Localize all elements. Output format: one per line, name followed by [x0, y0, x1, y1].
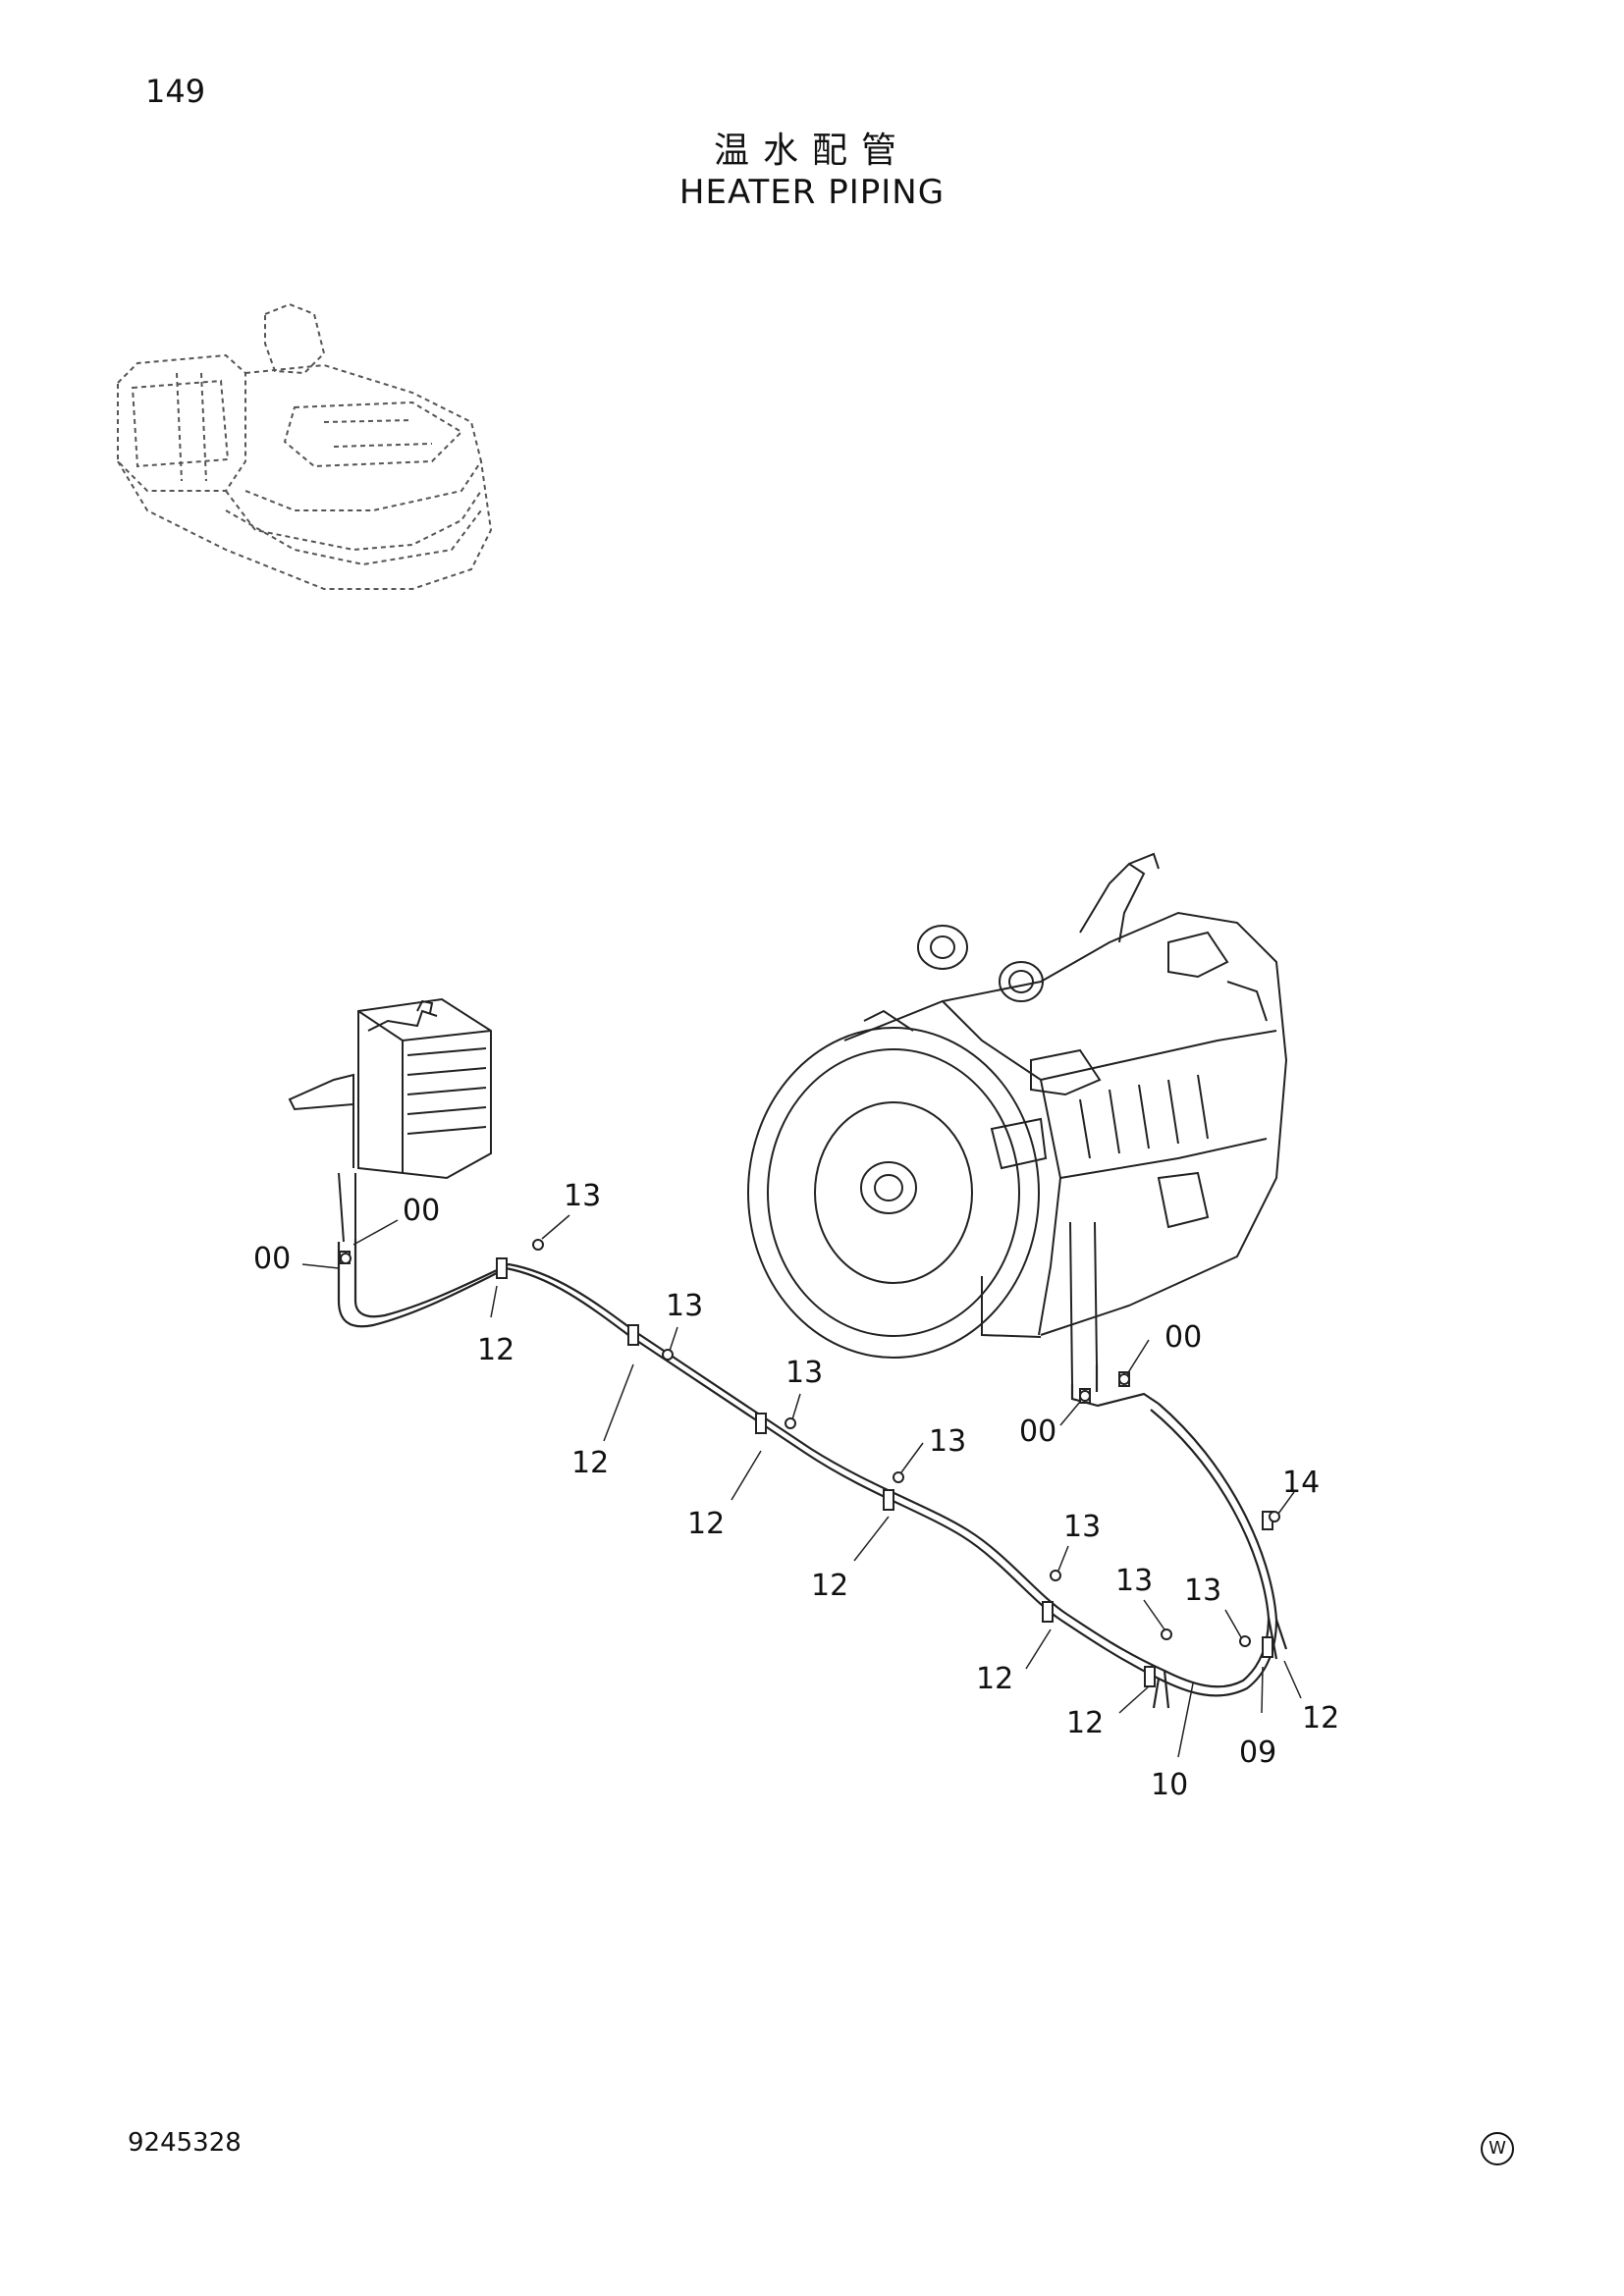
- title-japanese: 温水配管: [713, 131, 910, 171]
- callout-00-upper: 00: [403, 1194, 440, 1228]
- heater-unit: [288, 997, 492, 1243]
- title-english: HEATER PIPING: [678, 173, 946, 212]
- page-number: 149: [145, 73, 206, 110]
- callout-13-f: 13: [1115, 1564, 1153, 1598]
- bolt-markers: [340, 1239, 1280, 1647]
- heater-hose-routing: [337, 1239, 1288, 1709]
- callout-labels: 00 00 13 12 13 12 13 12 13 12 00 00 14 1…: [253, 1179, 1339, 1802]
- callout-00-right-lower: 00: [1019, 1415, 1056, 1449]
- callout-leaders: [301, 1214, 1302, 1758]
- callout-13-e: 13: [1063, 1510, 1101, 1544]
- callout-12-b: 12: [571, 1446, 609, 1480]
- callout-12-c: 12: [687, 1507, 725, 1541]
- callout-12-a: 12: [477, 1333, 514, 1367]
- callout-13-d: 13: [929, 1424, 966, 1459]
- document-number: 9245328: [128, 2128, 242, 2158]
- callout-12-d: 12: [811, 1569, 848, 1603]
- callout-13-g: 13: [1184, 1574, 1221, 1608]
- callout-14: 14: [1282, 1466, 1320, 1500]
- machine-overview-sketch: [117, 302, 493, 590]
- callout-13-a: 13: [564, 1179, 601, 1213]
- callout-12-e: 12: [976, 1662, 1013, 1696]
- callout-12-g: 12: [1302, 1701, 1339, 1735]
- callout-00-right-upper: 00: [1164, 1320, 1202, 1355]
- hose-clamps: [339, 1251, 1273, 1687]
- callout-09: 09: [1239, 1735, 1276, 1770]
- callout-12-f: 12: [1066, 1706, 1104, 1740]
- callout-13-c: 13: [785, 1356, 823, 1390]
- callout-10: 10: [1151, 1768, 1188, 1802]
- callout-13-b: 13: [666, 1289, 703, 1323]
- engine-assembly: [747, 852, 1288, 1385]
- callout-00-left: 00: [253, 1242, 291, 1276]
- corner-w-mark: W: [1481, 2132, 1514, 2165]
